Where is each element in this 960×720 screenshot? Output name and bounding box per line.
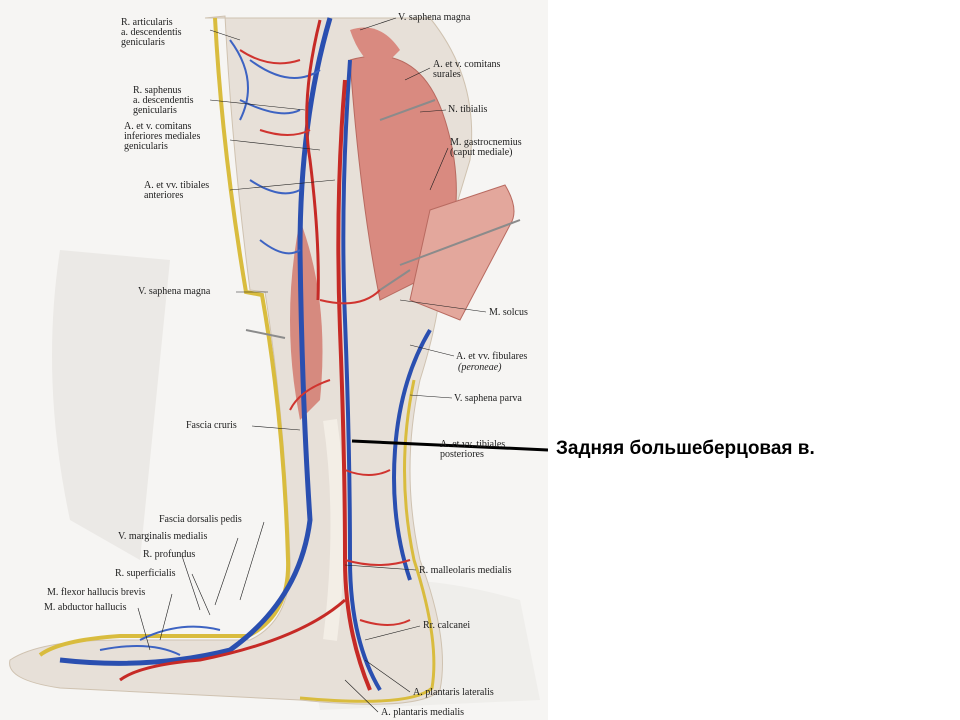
vein-saphena-magna [59,17,333,666]
leader-lines [137,17,487,713]
label-comitans-surales: A. et v. comitans surales [433,59,501,80]
caption-posterior-tibial-vein: Задняя большеберцовая в. [556,438,815,459]
label-abductor: M. abductor hallucis [44,602,127,613]
label-r-articularis: R. articularis a. descendentis genicular… [121,17,182,48]
label-saphena-parva: V. saphena parva [454,393,522,404]
label-plantaris-lateralis: A. plantaris lateralis [413,687,494,698]
label-fascia-cruris: Fascia cruris [186,420,237,431]
vein-saphena-parva [392,328,432,581]
label-gastrocnemius: M. gastrocnemius (caput mediale) [450,137,522,158]
pin [245,329,286,339]
vein-network [99,39,321,656]
retractor-hook [379,219,521,291]
label-r-saphenus: R. saphenus a. descendentis genicularis [133,85,194,116]
label-saphena-magna-mid: V. saphena magna [138,286,211,297]
label-superficialis: R. superficialis [115,568,176,579]
caption-pointer [351,439,548,452]
anatomy-plate: R. articularis a. descendentis genicular… [0,0,548,720]
pin [379,99,436,121]
leg-vessels-illustration [9,15,548,713]
artery-tibialis-posterior [336,79,372,691]
background-shape [52,250,170,560]
fascia-border [38,17,291,657]
label-plantaris-medialis: A. plantaris medialis [381,707,465,718]
artery-branches [239,49,411,626]
label-calcanei: Rr. calcanei [423,620,471,631]
label-fibulares: A. et vv. fibulares [456,351,528,362]
thigh-muscle [350,27,400,70]
label-profundus: R. profundus [143,549,196,560]
label-saphena-magna-top: V. saphena magna [398,12,471,23]
label-flexor: M. flexor hallucis brevis [47,587,146,598]
artery-plantaris [119,598,346,682]
label-tibiales-posteriores: A. et vv. tibiales posteriores [440,439,506,460]
label-marginalis: V. marginalis medialis [118,531,208,542]
label-malleolaris: R. malleolaris medialis [419,565,512,576]
artery-descendens [305,19,322,301]
label-soleus: M. solcus [489,307,528,318]
fascia-border-right [299,379,436,703]
label-fascia-dorsalis: Fascia dorsalis pedis [159,514,242,525]
label-tibiales-anteriores: A. et vv. tibiales anteriores [144,180,210,201]
label-n-tibialis: N. tibialis [448,104,488,115]
vein-tibialis-posterior [341,59,382,692]
leg-skin [9,15,473,705]
label-peroneae: (peroneae) [458,362,502,373]
retracted-muscle [409,184,515,321]
label-a-comitans-inferiores: A. et v. comitans inferiores mediales ge… [124,121,201,152]
